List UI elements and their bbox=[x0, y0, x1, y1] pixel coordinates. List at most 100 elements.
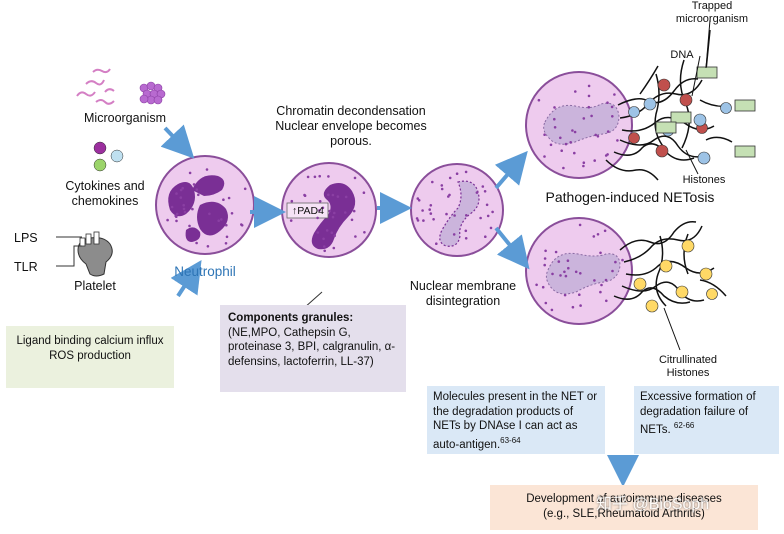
granule-dot bbox=[448, 193, 451, 197]
granule-dot bbox=[566, 259, 570, 263]
granule-dot bbox=[587, 105, 591, 109]
granule-dot bbox=[604, 278, 608, 282]
granule-dot bbox=[429, 212, 433, 215]
granule-dot bbox=[352, 209, 356, 213]
granule-dot bbox=[550, 308, 554, 312]
netosis-cell-bottom bbox=[525, 217, 633, 325]
granule-dot bbox=[191, 207, 194, 211]
granule-dot bbox=[564, 142, 568, 146]
citrullinated-pointer bbox=[663, 307, 681, 351]
granule-dot bbox=[182, 207, 186, 211]
lps-label: LPS bbox=[14, 231, 38, 245]
granule-dot bbox=[415, 217, 419, 220]
granule-dot bbox=[195, 241, 198, 245]
granule-dot bbox=[332, 246, 336, 250]
granule-dot bbox=[603, 229, 607, 233]
granule-dot bbox=[579, 272, 582, 275]
granule-dot bbox=[440, 187, 444, 191]
granule-dot bbox=[537, 98, 541, 102]
granule-dot bbox=[582, 164, 585, 168]
granule-dot bbox=[421, 209, 424, 212]
granule-dot bbox=[429, 204, 433, 207]
granule-dot bbox=[321, 206, 325, 210]
granule-dot bbox=[564, 274, 568, 278]
granule-dot bbox=[553, 106, 556, 109]
granule-dot bbox=[592, 235, 596, 238]
autoimmune-box: Development of autoimmune diseases (e.g.… bbox=[490, 485, 758, 530]
granule-dot bbox=[188, 171, 192, 175]
granule-dot bbox=[435, 242, 438, 245]
granule-dot bbox=[431, 180, 434, 184]
neutrophil-cell bbox=[155, 155, 255, 255]
granule-dot bbox=[323, 249, 327, 253]
molecules-box: Molecules present in the NET or the degr… bbox=[427, 386, 605, 454]
granule-dot bbox=[220, 218, 223, 221]
netosis-cell-top bbox=[525, 71, 633, 179]
granule-dot bbox=[175, 215, 178, 218]
granules bbox=[166, 84, 624, 312]
granule-dot bbox=[225, 223, 228, 227]
granule-dot bbox=[544, 301, 548, 305]
excessive-ref: 62-66 bbox=[673, 421, 695, 430]
granule-dot bbox=[600, 283, 603, 287]
granule-dot bbox=[605, 299, 608, 303]
granule-dot bbox=[354, 235, 357, 238]
granule-dot bbox=[464, 229, 468, 233]
granule-dot bbox=[606, 130, 610, 133]
granule-dot bbox=[217, 219, 220, 222]
process-arrows bbox=[160, 124, 639, 487]
granule-dot bbox=[455, 172, 459, 175]
granule-dot bbox=[594, 133, 597, 137]
granule-dot bbox=[344, 195, 348, 199]
granule-dot bbox=[479, 216, 482, 220]
granule-dot bbox=[582, 161, 586, 164]
granule-dot bbox=[574, 90, 577, 93]
granule-dot bbox=[562, 166, 565, 170]
granule-dot bbox=[606, 101, 609, 104]
granule-dot bbox=[611, 269, 614, 273]
development-text: Development of autoimmune diseases bbox=[526, 493, 722, 505]
histones-label: Histones bbox=[682, 174, 726, 186]
granule-dot bbox=[333, 234, 337, 237]
granule-dot bbox=[330, 231, 334, 234]
granule-dot bbox=[579, 304, 582, 307]
molecules-text: Molecules present in the NET or the degr… bbox=[433, 391, 598, 451]
granule-dot bbox=[616, 139, 619, 142]
granule-dot bbox=[181, 186, 184, 190]
granule-dot bbox=[432, 218, 435, 221]
granule-dot bbox=[557, 260, 561, 263]
granule-dot bbox=[224, 242, 228, 245]
granule-dot bbox=[553, 117, 556, 121]
granule-dot bbox=[170, 205, 174, 209]
granule-dot bbox=[222, 198, 225, 201]
granule-dot bbox=[574, 270, 578, 274]
trapped-microorganisms bbox=[655, 66, 756, 158]
watermark: 知乎 @BioSoph bbox=[596, 496, 710, 513]
granule-dot bbox=[322, 237, 325, 241]
granule-dot bbox=[290, 199, 294, 203]
dna-pointer bbox=[691, 55, 701, 97]
granule-dot bbox=[559, 136, 562, 140]
granule-dot bbox=[563, 293, 567, 297]
granule-dot bbox=[448, 176, 452, 180]
granule-dot bbox=[610, 105, 614, 109]
granule-dot bbox=[331, 215, 335, 219]
granule-dot bbox=[571, 129, 574, 132]
citrullinated-histones bbox=[633, 239, 718, 313]
granule-dot bbox=[587, 84, 591, 88]
granule-dot bbox=[225, 235, 229, 239]
granule-dot bbox=[363, 231, 366, 234]
granule-dot bbox=[553, 126, 557, 129]
granule-dot bbox=[197, 193, 200, 197]
dna-label: DNA bbox=[670, 49, 694, 61]
granule-dot bbox=[445, 212, 448, 216]
granule-dot bbox=[318, 174, 322, 178]
pathogen-netosis-label: Pathogen-induced NETosis bbox=[545, 189, 715, 205]
granule-dot bbox=[344, 211, 347, 214]
cytokines-label: Cytokines and chemokines bbox=[65, 179, 145, 208]
ligand-binding-text: Ligand binding calcium influx ROS produc… bbox=[16, 335, 164, 362]
platelet-icon bbox=[56, 231, 113, 277]
granule-dot bbox=[227, 196, 231, 200]
granule-dot bbox=[182, 203, 185, 207]
